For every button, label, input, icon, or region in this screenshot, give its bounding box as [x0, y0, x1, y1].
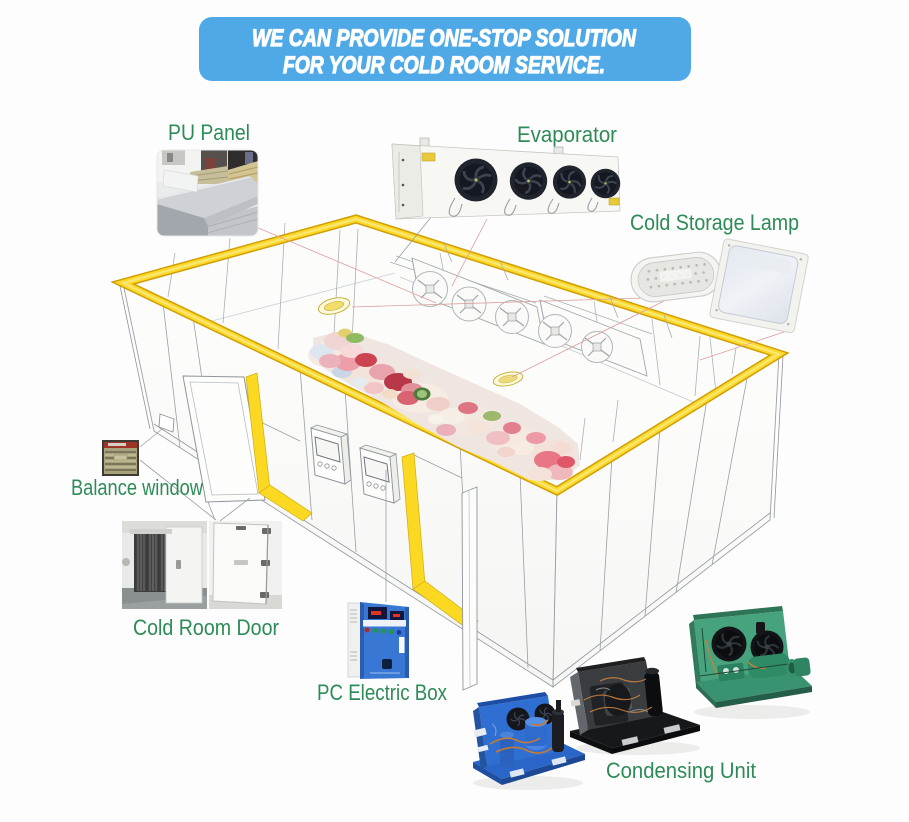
- svg-text:WE CAN PROVIDE ONE-STOP SOLUTI: WE CAN PROVIDE ONE-STOP SOLUTION: [252, 25, 637, 52]
- svg-text:PU Panel: PU Panel: [168, 120, 250, 145]
- svg-text:Balance window: Balance window: [71, 475, 203, 500]
- svg-text:Cold Room Door: Cold Room Door: [133, 615, 279, 640]
- svg-text:Condensing Unit: Condensing Unit: [606, 758, 756, 783]
- svg-text:PC Electric Box: PC Electric Box: [317, 680, 447, 705]
- svg-text:Cold Storage Lamp: Cold Storage Lamp: [630, 210, 799, 235]
- svg-text:Evaporator: Evaporator: [517, 122, 617, 147]
- svg-text:FOR YOUR COLD ROOM SERVICE.: FOR YOUR COLD ROOM SERVICE.: [283, 52, 605, 79]
